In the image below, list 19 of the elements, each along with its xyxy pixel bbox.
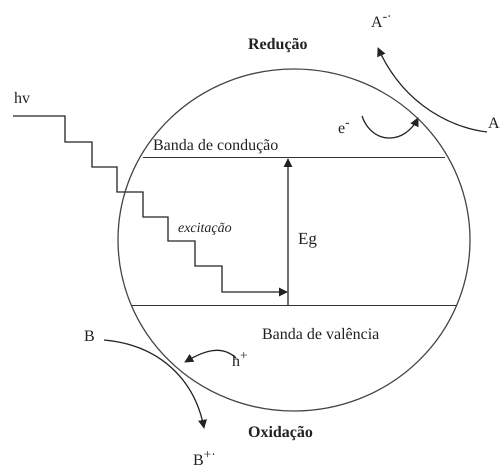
species-label: hv (14, 90, 30, 107)
species-label: B (84, 328, 95, 345)
process-label: Redução (248, 36, 308, 54)
edge-label: Eg (298, 230, 317, 248)
species-label: A$^{-·}$ (371, 14, 392, 32)
species-label: A (488, 115, 500, 132)
arrow (13, 115, 288, 297)
conduction-band-line (143, 137, 445, 158)
species-label: B$^{+·}$ (193, 452, 216, 465)
species-label: e$^{-}$ (338, 120, 350, 138)
arrow (283, 158, 293, 305)
arrow (361, 116, 419, 139)
process-label: Oxidação (248, 424, 313, 442)
band-label: Banda de valência (262, 326, 380, 344)
arrow (104, 339, 207, 429)
band-label: Banda de condução (153, 137, 278, 155)
arrow (377, 47, 488, 133)
edge-label: excitação (178, 220, 232, 238)
arrow (184, 350, 236, 363)
